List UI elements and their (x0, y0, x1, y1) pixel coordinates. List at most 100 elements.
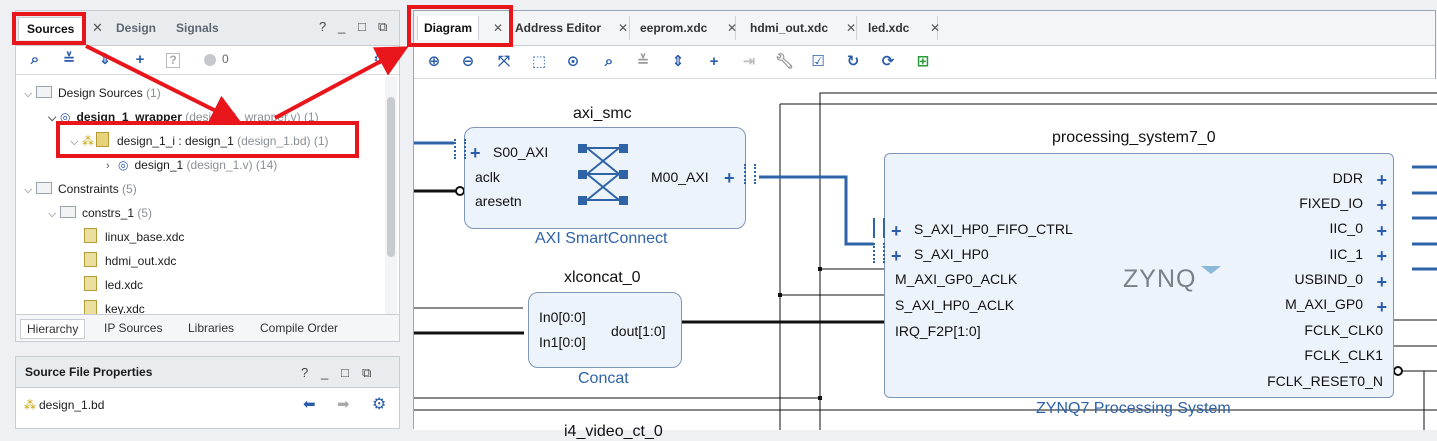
sources-toolbar: ⌕ ≚ ⇕ + ? 0 ⚙ (16, 46, 399, 75)
tab-signals[interactable]: Signals (176, 21, 219, 35)
search-icon[interactable]: ⌕ (604, 53, 614, 70)
port-label: aresetn (475, 193, 522, 209)
expand-port-icon[interactable]: + (724, 168, 735, 188)
tab-led-xdc[interactable]: led.xdc (862, 16, 939, 40)
junction (778, 293, 782, 297)
axi-smc-title: axi_smc (573, 105, 632, 122)
chevron-down-icon[interactable]: ⌵ (48, 208, 57, 220)
chevron-down-icon[interactable]: ⌵ (24, 88, 33, 100)
zoom-out-icon[interactable]: ⊖ (461, 53, 475, 70)
expand-port-icon[interactable]: + (470, 143, 481, 163)
chevron-down-icon[interactable]: ⌵ (70, 136, 79, 148)
expand-port-icon[interactable]: + (891, 221, 902, 241)
tree-scrollbar[interactable] (385, 77, 397, 315)
tab-design[interactable]: Design (116, 21, 157, 35)
inverted-port (455, 186, 465, 196)
tree-row-xdc[interactable]: key.xdc (84, 298, 145, 316)
chevron-down-icon[interactable]: ⌵ (48, 112, 57, 124)
expand-all-icon[interactable]: ⇕ (671, 53, 685, 70)
collapse-all-icon[interactable]: ≚ (636, 53, 650, 70)
highlight-box-diagram (407, 5, 513, 47)
help-icon[interactable]: ? (301, 365, 309, 380)
expand-port-icon[interactable]: + (1376, 272, 1387, 292)
close-icon[interactable]: ✕ (92, 20, 103, 35)
run-automation-icon[interactable]: ⇥ (742, 53, 756, 70)
minimize-icon[interactable]: _ (338, 19, 346, 34)
port-label: M_AXI_GP0_ACLK (895, 271, 1018, 287)
maximize-icon[interactable]: □ (358, 19, 366, 34)
tree-row-xdc[interactable]: hdmi_out.xdc (84, 250, 176, 272)
xdc-file-icon (84, 228, 97, 243)
diagram-canvas[interactable]: axi_smc + S00_AXI aclk aresetn M00_AXI +… (414, 79, 1437, 440)
auto-connect-icon[interactable]: ⊙ (566, 53, 580, 70)
tree-row-design-instance[interactable]: ⌵⁂design_1_i : design_1 (design_1.bd) (1… (70, 130, 329, 152)
float-icon[interactable]: ⧉ (378, 19, 388, 34)
float-icon[interactable]: ⧉ (362, 365, 372, 380)
expand-port-icon[interactable]: + (1376, 170, 1387, 190)
inverted-port (1393, 366, 1403, 376)
add-module-icon[interactable]: ⊞ (916, 53, 930, 70)
maximize-icon[interactable]: □ (341, 365, 349, 380)
diagram-panel: Diagram ✕ Address Editor ✕ eeprom.xdc ✕ … (413, 10, 1437, 440)
tree-row-design-v[interactable]: ›◎design_1 (design_1.v) (14) (106, 154, 277, 176)
expand-port-icon[interactable]: + (891, 246, 902, 266)
expand-port-icon[interactable]: + (1376, 246, 1387, 266)
zoom-fit-icon[interactable]: ⤧ (497, 53, 510, 70)
ps7-title: processing_system7_0 (1052, 129, 1216, 146)
tree-row-constraints[interactable]: ⌵Constraints (5) (24, 178, 137, 200)
wrench-icon[interactable]: 🔧︎ (775, 53, 795, 70)
port-label: IRQ_F2P[1:0] (895, 323, 981, 339)
scrollbar-thumb[interactable] (387, 97, 395, 257)
tree-row-xdc[interactable]: linux_base.xdc (84, 226, 184, 248)
add-icon[interactable]: + (135, 51, 145, 68)
collapse-all-icon[interactable]: ≚ (62, 51, 76, 68)
close-icon[interactable]: ✕ (930, 21, 941, 35)
gear-icon[interactable]: ⚙ (372, 396, 387, 413)
tab-hdmi-out-xdc[interactable]: hdmi_out.xdc (744, 16, 858, 40)
validate-icon[interactable]: ☑ (811, 53, 825, 70)
tree-row-constrs[interactable]: ⌵constrs_1 (5) (48, 202, 152, 224)
expand-port-icon[interactable]: + (1376, 297, 1387, 317)
search-icon[interactable]: ⌕ (30, 51, 40, 68)
sources-tabbar: Sources ✕ Design Signals ? _ □ ⧉ (16, 11, 399, 46)
regenerate-layout-icon[interactable]: ⟳ (881, 53, 895, 70)
help-icon[interactable]: ? (319, 19, 327, 34)
folder-icon (36, 86, 52, 98)
tab-hierarchy[interactable]: Hierarchy (20, 319, 86, 339)
zoom-in-icon[interactable]: ⊕ (427, 53, 441, 70)
tree-row-design-sources[interactable]: ⌵Design Sources (1) (24, 82, 161, 104)
expand-all-icon[interactable]: ⇕ (98, 51, 112, 68)
refresh-icon[interactable]: ↻ (846, 53, 860, 70)
tree-row-xdc[interactable]: led.xdc (84, 274, 143, 296)
port-label: In0[0:0] (539, 309, 586, 325)
tab-libraries[interactable]: Libraries (188, 321, 235, 335)
zoom-area-icon[interactable]: ⬚ (531, 53, 547, 70)
axi-smc-block[interactable]: + S00_AXI aclk aresetn M00_AXI + (454, 127, 756, 229)
expand-port-icon[interactable]: + (1376, 195, 1387, 215)
tab-address-editor[interactable]: Address Editor (509, 16, 631, 40)
port-label: M_AXI_GP0 (1285, 296, 1363, 312)
close-icon[interactable]: ✕ (493, 21, 504, 35)
properties-icon[interactable]: ? (166, 53, 180, 68)
props-title: Source File Properties (25, 365, 153, 379)
xlconcat-block[interactable]: In0[0:0] In1[0:0] dout[1:0] (528, 292, 682, 368)
tab-eeprom-xdc[interactable]: eeprom.xdc (634, 16, 737, 40)
ps7-block[interactable]: + S_AXI_HP0_FIFO_CTRL + S_AXI_HP0 M_AXI_… (873, 153, 1394, 398)
tab-diagram[interactable]: Diagram (417, 16, 480, 40)
back-arrow-icon[interactable]: ⬅ (303, 396, 316, 413)
close-icon[interactable]: ✕ (618, 21, 629, 35)
close-icon[interactable]: ✕ (846, 21, 857, 35)
expand-port-icon[interactable]: + (1376, 221, 1387, 241)
close-icon[interactable]: ✕ (727, 21, 738, 35)
chevron-right-icon[interactable]: › (106, 160, 110, 172)
forward-arrow-icon[interactable]: ➡ (337, 396, 350, 413)
axi-smc-subtitle: AXI SmartConnect (535, 230, 668, 247)
add-ip-icon[interactable]: + (709, 53, 719, 70)
tab-compile-order[interactable]: Compile Order (260, 321, 339, 335)
port-label: DDR (1332, 170, 1363, 186)
folder-icon (36, 182, 52, 194)
gear-icon[interactable]: ⚙ (373, 51, 387, 68)
chevron-down-icon[interactable]: ⌵ (24, 184, 33, 196)
minimize-icon[interactable]: _ (321, 365, 329, 380)
tab-ip-sources[interactable]: IP Sources (104, 321, 163, 335)
